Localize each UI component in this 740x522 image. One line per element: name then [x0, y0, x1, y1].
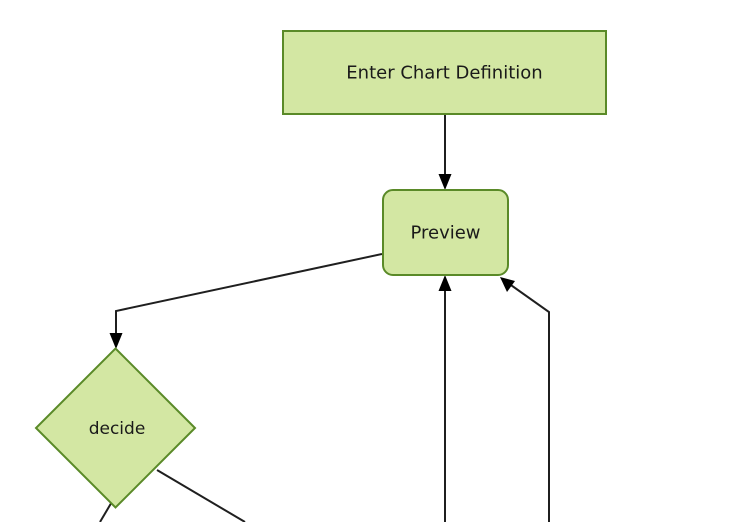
node-enter-chart-definition[interactable]: Enter Chart Definition	[282, 30, 607, 115]
edge-right-to-preview-arrowhead	[500, 277, 515, 292]
edge-enter-to-preview	[438, 115, 452, 190]
edge-right-to-preview	[500, 277, 550, 522]
edge-right-to-preview-line	[507, 282, 550, 522]
edge-decide-to-bottom-right-line	[156, 469, 246, 522]
node-decide-shape[interactable]	[34, 347, 197, 509]
node-enter-chart-definition-shape[interactable]	[282, 30, 607, 115]
edge-preview-to-decide-line	[115, 253, 383, 340]
node-preview-shape[interactable]	[382, 189, 509, 276]
edge-preview-to-decide	[109, 253, 383, 349]
node-decide[interactable]: decide	[34, 347, 197, 509]
edge-enter-to-preview-arrowhead	[438, 174, 452, 190]
node-preview[interactable]: Preview	[382, 189, 509, 276]
edge-center-to-preview-arrowhead	[438, 275, 452, 291]
edge-decide-to-bottom-right	[156, 469, 246, 522]
edge-center-to-preview	[438, 275, 452, 522]
edge-preview-to-decide-arrowhead	[109, 333, 123, 349]
